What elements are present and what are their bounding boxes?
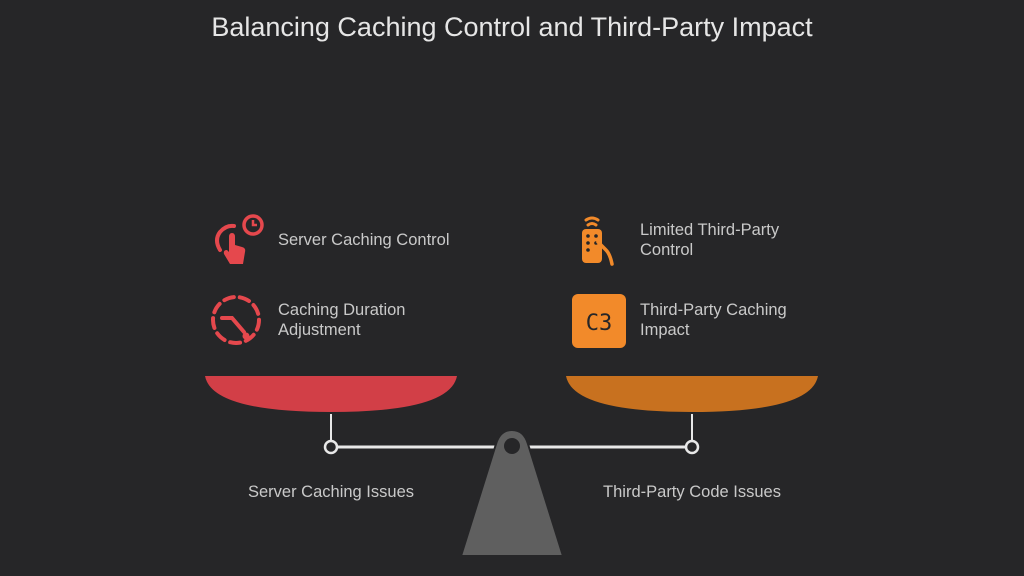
item-third-party-caching-impact: C3 Third-Party Caching Impact <box>570 292 830 348</box>
item-limited-third-party-control: Limited Third-Party Control <box>570 212 830 268</box>
left-pan-label: Server Caching Issues <box>248 483 414 501</box>
item-label: Third-Party Caching Impact <box>640 301 787 339</box>
item-caching-duration-adjustment: Caching Duration Adjustment <box>208 292 468 348</box>
fulcrum <box>459 428 565 557</box>
page-title: Balancing Caching Control and Third-Part… <box>211 12 813 42</box>
item-label: Caching Duration Adjustment <box>278 301 406 339</box>
left-pan <box>205 376 457 412</box>
item-server-caching-control: Server Caching Control <box>208 212 468 268</box>
item-label: Server Caching Control <box>278 231 450 249</box>
item-label: Limited Third-Party Control <box>640 221 780 259</box>
svg-text:C3: C3 <box>586 311 613 336</box>
right-pan <box>566 376 818 412</box>
c3-badge-icon: C3 <box>572 294 626 348</box>
right-pan-label: Third-Party Code Issues <box>603 483 781 501</box>
touch-timer-icon <box>215 214 264 264</box>
dashed-clock-icon <box>211 295 261 345</box>
remote-control-icon <box>582 216 614 266</box>
